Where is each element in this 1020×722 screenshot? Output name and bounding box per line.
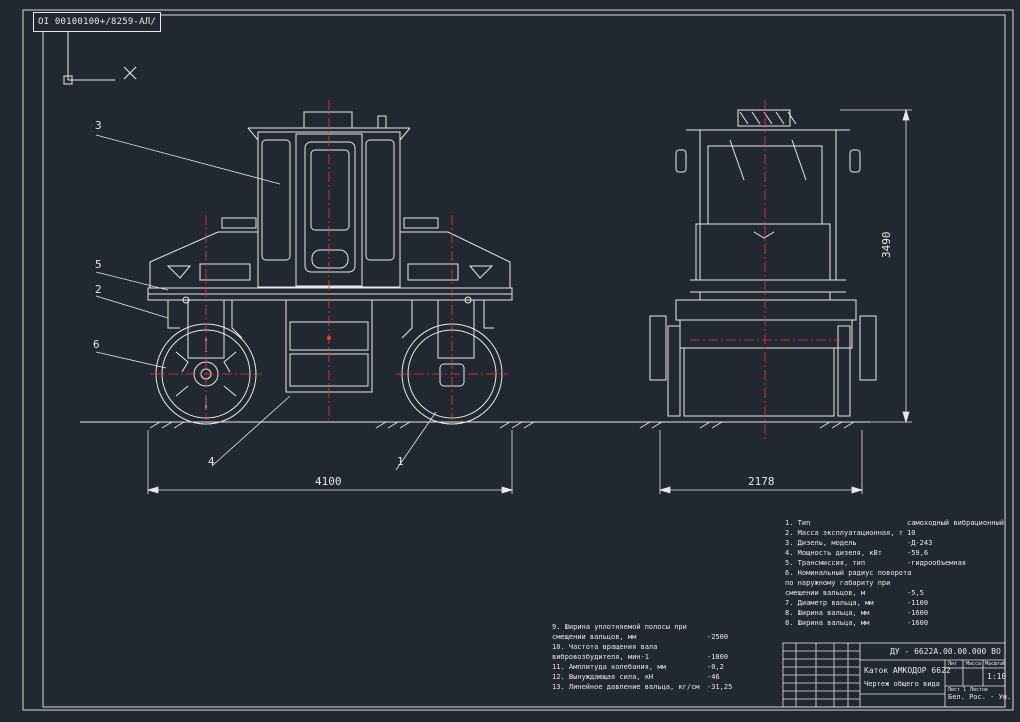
spec-row: смещении вальцов, м -5,5 [785,588,1005,598]
title-org: Бел. Рос. - Ун. [948,693,1012,701]
spec-key: 9. Ширина уплотняемой полосы при [552,623,687,631]
spec-key: 13. Линейное давление вальца, кг/см [552,683,700,691]
spec-key: 6. Номинальный радиус поворота [785,569,912,577]
part-label-6: 6 [93,338,100,351]
spec-key: 8. Ширина вальца, мм [785,619,870,627]
spec-key: 12. Вынуждающая сила, кН [552,673,654,681]
leader-lines [95,134,437,471]
spec-key: по наружному габариту при [785,579,891,587]
spec-row: 10. Частота вращения вала [552,642,732,652]
title-scale: 1:10 [987,672,1007,681]
part-label-2: 2 [95,283,102,296]
spec-value: -0,2 [707,663,724,671]
spec-row: 11. Амплитуда колебания, мм -0,2 [552,662,732,672]
spec-row: смещении вальцов, мм -2500 [552,632,732,642]
spec-key: 2. Масса эксплуатационная, т [785,529,904,537]
front-view-axes [690,100,840,440]
spec-key: смещении вальцов, м [785,589,866,597]
spec-key: 10. Частота вращения вала [552,643,658,651]
side-view-axes [150,100,508,420]
spec-key: вибровозбудителя, мин-1 [552,653,649,661]
spec-row: 5. Трансмиссия, тип -гидрообъемная [785,558,1005,568]
ucs-icon [63,24,137,85]
spec-value: -1800 [707,653,729,661]
title-doc-code: ДУ - 6622А.00.00.000 ВО [890,647,1001,656]
drawing-frame [42,14,1006,708]
spec-row: 7. Диаметр вальца, мм -1100 [785,598,1005,608]
dimension-height: 3490 [880,231,893,259]
spec-row: 13. Линейное давление вальца, кг/см -31,2… [552,682,732,692]
spec-value: -1600 [907,609,929,617]
spec-value: -5,5 [907,589,924,597]
spec-row: по наружному габариту при [785,578,1005,588]
part-label-4: 4 [208,455,215,468]
title-hdr-lit: Лит [948,661,958,667]
title-product: Каток АМКОДОР 6622 [864,666,951,675]
part-label-3: 3 [95,119,102,132]
spec-value: -31,25 [707,683,733,691]
spec-row: 8. Ширина вальца, мм -1600 [785,608,1005,618]
spec-value: 10 [907,529,916,537]
title-hdr-scale: Масштаб [985,661,1007,667]
title-sheets: Листов [970,687,989,693]
dimension-width-front: 2178 [748,475,775,488]
spec-row: 9. Ширина уплотняемой полосы при [552,622,732,632]
spec-key: смещении вальцов, мм [552,633,637,641]
spec-value: -Д-243 [907,539,933,547]
spec-row: 4. Мощность дизеля, кВт -59,6 [785,548,1005,558]
ground-hatch [149,421,855,429]
side-view-roller [147,111,513,425]
front-view-roller [649,109,877,417]
spec-value: -1600 [907,619,929,627]
spec-value: самоходный вибрационный [907,519,1004,527]
spec-value: -1100 [907,599,929,607]
spec-value: -46 [707,673,720,681]
spec-row: 6. Номинальный радиус поворота [785,568,1005,578]
dimension-lines [146,108,912,494]
spec-key: 3. Дизель, модель [785,539,857,547]
spec-key: 8. Ширина вальца, мм [785,609,870,617]
dimension-width-side: 4100 [315,475,342,488]
spec-key: 7. Диаметр вальца, мм [785,599,874,607]
title-hdr-mass: Масса [966,661,982,667]
spec-key: 5. Трансмиссия, тип [785,559,866,567]
title-block-grid [782,642,1006,708]
viewport-tag[interactable]: ОI 00100100+/8259-АЛ/ [33,12,161,32]
spec-key: 11. Амплитуда колебания, мм [552,663,666,671]
spec-value: -гидрообъемная [907,559,967,567]
spec-value: -59,6 [907,549,929,557]
title-sheet: Лист 1 [948,687,967,693]
title-drawing: Чертеж общего вида [864,680,940,688]
side-cog-point [327,336,331,340]
spec-list-left: 9. Ширина уплотняемой полосы при смещени… [552,622,732,692]
spec-row: 8. Ширина вальца, мм -1600 [785,618,1005,628]
spec-row: 3. Дизель, модель -Д-243 [785,538,1005,548]
part-label-5: 5 [95,258,102,271]
part-label-1: 1 [397,455,404,468]
spec-value: -2500 [707,633,729,641]
spec-key: 4. Мощность дизеля, кВт [785,549,882,557]
spec-row: вибровозбудителя, мин-1 -1800 [552,652,732,662]
spec-key: 1. Тип [785,519,811,527]
sheet-border [22,9,1014,711]
spec-row: 1. Тип самоходный вибрационный [785,518,1005,528]
spec-row: 12. Вынуждающая сила, кН -46 [552,672,732,682]
